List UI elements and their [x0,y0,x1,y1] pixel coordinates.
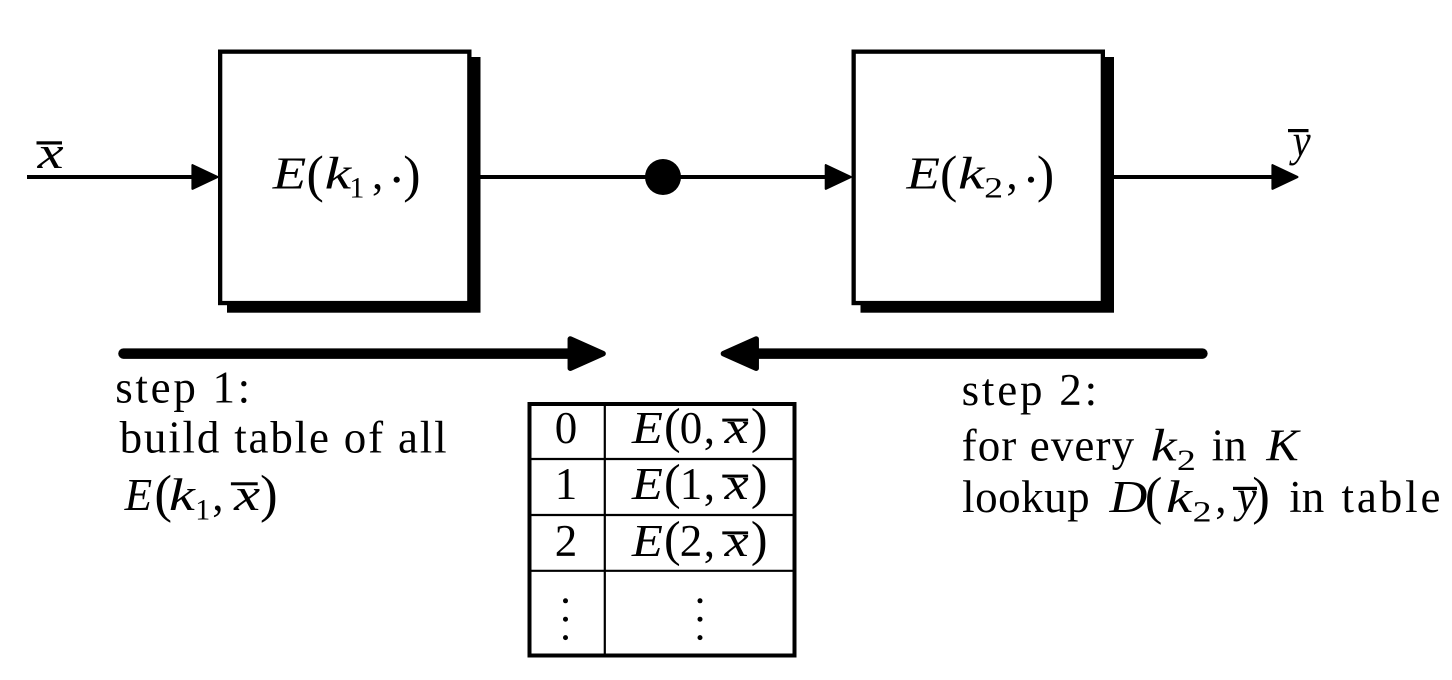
svg-text:): ) [1037,146,1054,203]
svg-text:D: D [1108,472,1147,522]
svg-text:step 2:: step 2: [962,365,1098,415]
svg-text:build table of all: build table of all [120,413,447,463]
svg-text:,: , [704,403,715,453]
svg-text:,: , [704,516,715,566]
svg-text:2: 2 [680,516,703,566]
svg-text:2: 2 [555,516,578,566]
svg-text:): ) [751,510,768,566]
svg-text:1: 1 [195,493,210,526]
svg-text:lookup: lookup [962,472,1090,522]
svg-text:in: in [1212,421,1247,471]
svg-text:K: K [1265,421,1301,471]
svg-text:x: x [233,470,260,520]
svg-text:y: y [1289,116,1311,166]
svg-text:,: , [372,148,383,198]
svg-text:k: k [958,148,986,198]
svg-text:step 1:: step 1: [115,363,250,413]
svg-text:E: E [631,403,663,453]
svg-text:E: E [631,459,663,509]
svg-text:): ) [1252,468,1270,526]
svg-text:1: 1 [555,459,578,509]
svg-text:,: , [212,470,223,520]
svg-text:0: 0 [680,403,703,453]
svg-text:(: ( [154,466,172,524]
svg-text:table: table [1342,472,1441,522]
svg-text:k: k [325,148,353,198]
svg-text:in: in [1289,472,1324,522]
svg-text:x: x [723,403,748,453]
svg-text:(: ( [307,146,324,203]
svg-text:(: ( [664,454,681,510]
svg-text:): ) [403,146,420,203]
svg-text:,: , [1006,148,1017,198]
svg-text:x: x [36,128,63,178]
svg-text:for every: for every [962,421,1135,471]
svg-text:): ) [751,398,768,454]
svg-text:y: y [1233,472,1256,522]
svg-text:,: , [1215,472,1226,522]
svg-text:x: x [723,459,748,509]
svg-text:1: 1 [349,172,364,205]
svg-text:(: ( [664,398,681,454]
svg-text:2: 2 [984,172,1003,205]
svg-text:): ) [751,454,768,510]
svg-text:(: ( [940,146,957,203]
svg-text:(: ( [664,510,681,566]
svg-text:1: 1 [680,459,703,509]
svg-text:E: E [124,470,153,520]
svg-text:k: k [1166,472,1193,522]
svg-text:k: k [1151,421,1178,471]
svg-text:E: E [631,516,663,566]
svg-text:k: k [169,470,196,520]
svg-text:E: E [272,148,307,198]
svg-text:0: 0 [555,403,578,453]
svg-text:E: E [905,148,940,198]
svg-text:x: x [723,516,748,566]
svg-text:(: ( [1145,468,1163,526]
svg-text:): ) [260,466,278,524]
svg-text:2: 2 [1177,444,1196,477]
svg-text:,: , [704,459,715,509]
svg-text:2: 2 [1193,495,1212,528]
